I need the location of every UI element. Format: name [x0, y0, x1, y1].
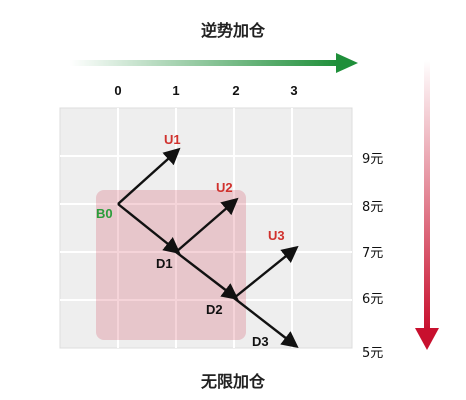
arrow-d2-u3 — [233, 245, 299, 299]
price-label-8: 8元 — [362, 200, 383, 215]
label-u2: U2 — [216, 180, 233, 195]
label-d3: D3 — [252, 334, 269, 349]
grid — [59, 107, 353, 349]
title-top: 逆势加仓 — [200, 21, 265, 40]
label-u1: U1 — [164, 132, 181, 147]
label-b0: B0 — [96, 206, 113, 221]
col-label-1: 1 — [172, 83, 179, 98]
arrow-d1-d2 — [175, 251, 239, 301]
arrow-b0-u1 — [117, 147, 181, 205]
col-label-0: 0 — [114, 83, 121, 98]
arrow-b0-d1 — [117, 203, 181, 255]
label-d2: D2 — [206, 302, 223, 317]
trend-arrow-down — [415, 60, 439, 350]
price-label-9: 9元 — [362, 152, 383, 167]
price-label-7: 7元 — [362, 246, 383, 261]
price-label-5: 5元 — [362, 346, 383, 361]
label-u3: U3 — [268, 228, 285, 243]
title-bottom: 无限加仓 — [200, 372, 265, 391]
trend-arrow-right — [70, 53, 358, 73]
col-label-2: 2 — [232, 83, 239, 98]
watermark-seal — [96, 190, 246, 340]
price-label-6: 6元 — [362, 292, 383, 307]
arrow-d2-d3 — [233, 297, 299, 349]
arrow-d1-u2 — [175, 197, 239, 253]
label-d1: D1 — [156, 256, 173, 271]
col-label-3: 3 — [290, 83, 297, 98]
path-arrows — [117, 147, 299, 349]
